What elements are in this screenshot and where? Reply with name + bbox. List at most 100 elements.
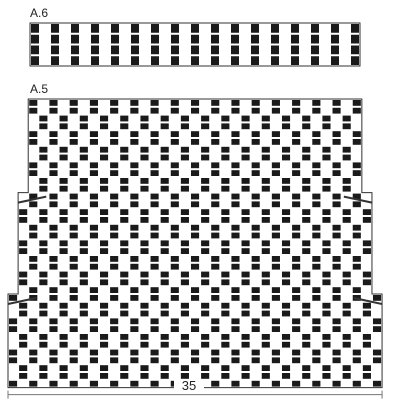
stitch-cell <box>29 248 38 254</box>
stitch-cell <box>231 162 240 169</box>
stitch-cell <box>211 334 220 340</box>
stitch-cell <box>170 217 179 223</box>
stitch-cell <box>59 373 68 379</box>
stitch-cell <box>110 256 119 262</box>
stitch-cell <box>89 318 98 325</box>
stitch-cell <box>79 185 88 192</box>
stitch-cell <box>302 256 311 262</box>
stitch-cell <box>271 115 280 122</box>
stitch-cell <box>302 263 311 270</box>
stitch-cell <box>121 45 129 55</box>
stitch-cell <box>221 34 229 44</box>
stitch-cell <box>302 232 311 239</box>
stitch-cell <box>241 380 250 387</box>
stitch-cell <box>352 334 361 340</box>
stitch-cell <box>251 310 260 317</box>
stitch-cell <box>322 349 331 356</box>
stitch-cell <box>39 131 48 137</box>
stitch-cell <box>332 139 341 145</box>
stitch-cell <box>59 295 68 301</box>
stitch-cell <box>362 373 371 379</box>
stitch-cell <box>140 326 149 332</box>
stitch-cell <box>251 232 260 239</box>
stitch-cell <box>150 334 159 340</box>
stitch-cell <box>201 357 210 364</box>
stitch-cell <box>29 380 38 387</box>
stitch-cell <box>221 56 229 65</box>
stitch-cell <box>281 271 291 278</box>
stitch-cell <box>49 185 58 192</box>
stitch-cell <box>89 162 98 169</box>
stitch-cell <box>322 100 331 106</box>
stitch-cell <box>281 240 291 247</box>
stitch-cell <box>302 310 311 317</box>
stitch-cell <box>221 139 230 145</box>
stitch-cell <box>150 217 159 223</box>
stitch-cell <box>19 224 28 231</box>
stitch-cell <box>69 123 78 130</box>
stitch-cell <box>39 123 48 130</box>
stitch-cell <box>261 287 270 293</box>
stitch-cell <box>69 115 78 122</box>
stitch-cell <box>281 209 291 215</box>
stitch-cell <box>110 240 119 247</box>
stitch-cell <box>362 295 371 301</box>
stitch-cell <box>281 178 291 184</box>
stitch-cell <box>292 310 301 317</box>
stitch-cell <box>180 341 189 348</box>
stitch-cell <box>190 123 200 130</box>
stitch-cell <box>221 334 230 340</box>
stitch-cell <box>9 373 18 379</box>
stitch-cell <box>312 224 321 231</box>
stitch-cell <box>241 279 250 286</box>
stitch-cell <box>120 146 129 153</box>
stitch-cell <box>201 334 210 340</box>
stitch-cell <box>362 232 371 239</box>
stitch-cell <box>231 373 240 379</box>
increase-mark-left-lower <box>7 297 37 305</box>
stitch-cell <box>322 248 331 254</box>
stitch-cell <box>79 349 88 356</box>
stitch-cell <box>292 302 301 309</box>
stitch-cell <box>322 201 331 208</box>
stitch-cell <box>39 209 48 215</box>
stitch-cell <box>160 380 169 387</box>
stitch-cell <box>362 248 371 254</box>
stitch-cell <box>201 56 209 65</box>
stitch-cell <box>221 256 230 262</box>
stitch-cell <box>322 357 331 364</box>
stitch-cell <box>140 287 149 293</box>
stitch-cell <box>171 24 179 33</box>
stitch-cell <box>201 271 210 278</box>
stitch-cell <box>362 334 371 340</box>
stitch-cell <box>221 349 230 356</box>
stitch-cell <box>29 185 38 192</box>
stitch-cell <box>39 295 48 301</box>
stitch-cell <box>79 115 88 122</box>
stitch-cell <box>130 256 139 262</box>
stitch-cell <box>292 318 301 325</box>
stitch-cell <box>79 240 88 247</box>
stitch-cell <box>342 326 351 332</box>
stitch-cell <box>261 107 270 114</box>
stitch-cell <box>19 209 28 215</box>
chart-a6-grid <box>29 22 361 67</box>
stitch-cell <box>160 318 169 325</box>
stitch-cell <box>342 201 351 208</box>
stitch-cell <box>99 380 109 387</box>
stitch-cell <box>89 248 98 254</box>
stitch-cell <box>251 107 260 114</box>
stitch-cell <box>211 224 220 231</box>
stitch-cell <box>312 201 321 208</box>
stitch-cell <box>69 302 78 309</box>
stitch-cell <box>170 224 179 231</box>
stitch-cell <box>271 341 280 348</box>
stitch-cell <box>69 154 78 161</box>
stitch-cell <box>120 310 129 317</box>
stitch-cell <box>150 318 159 325</box>
stitch-cell <box>39 279 48 286</box>
stitch-cell <box>69 365 78 371</box>
stitch-cell <box>110 232 119 239</box>
stitch-cell <box>322 224 331 231</box>
stitch-cell <box>241 56 249 65</box>
